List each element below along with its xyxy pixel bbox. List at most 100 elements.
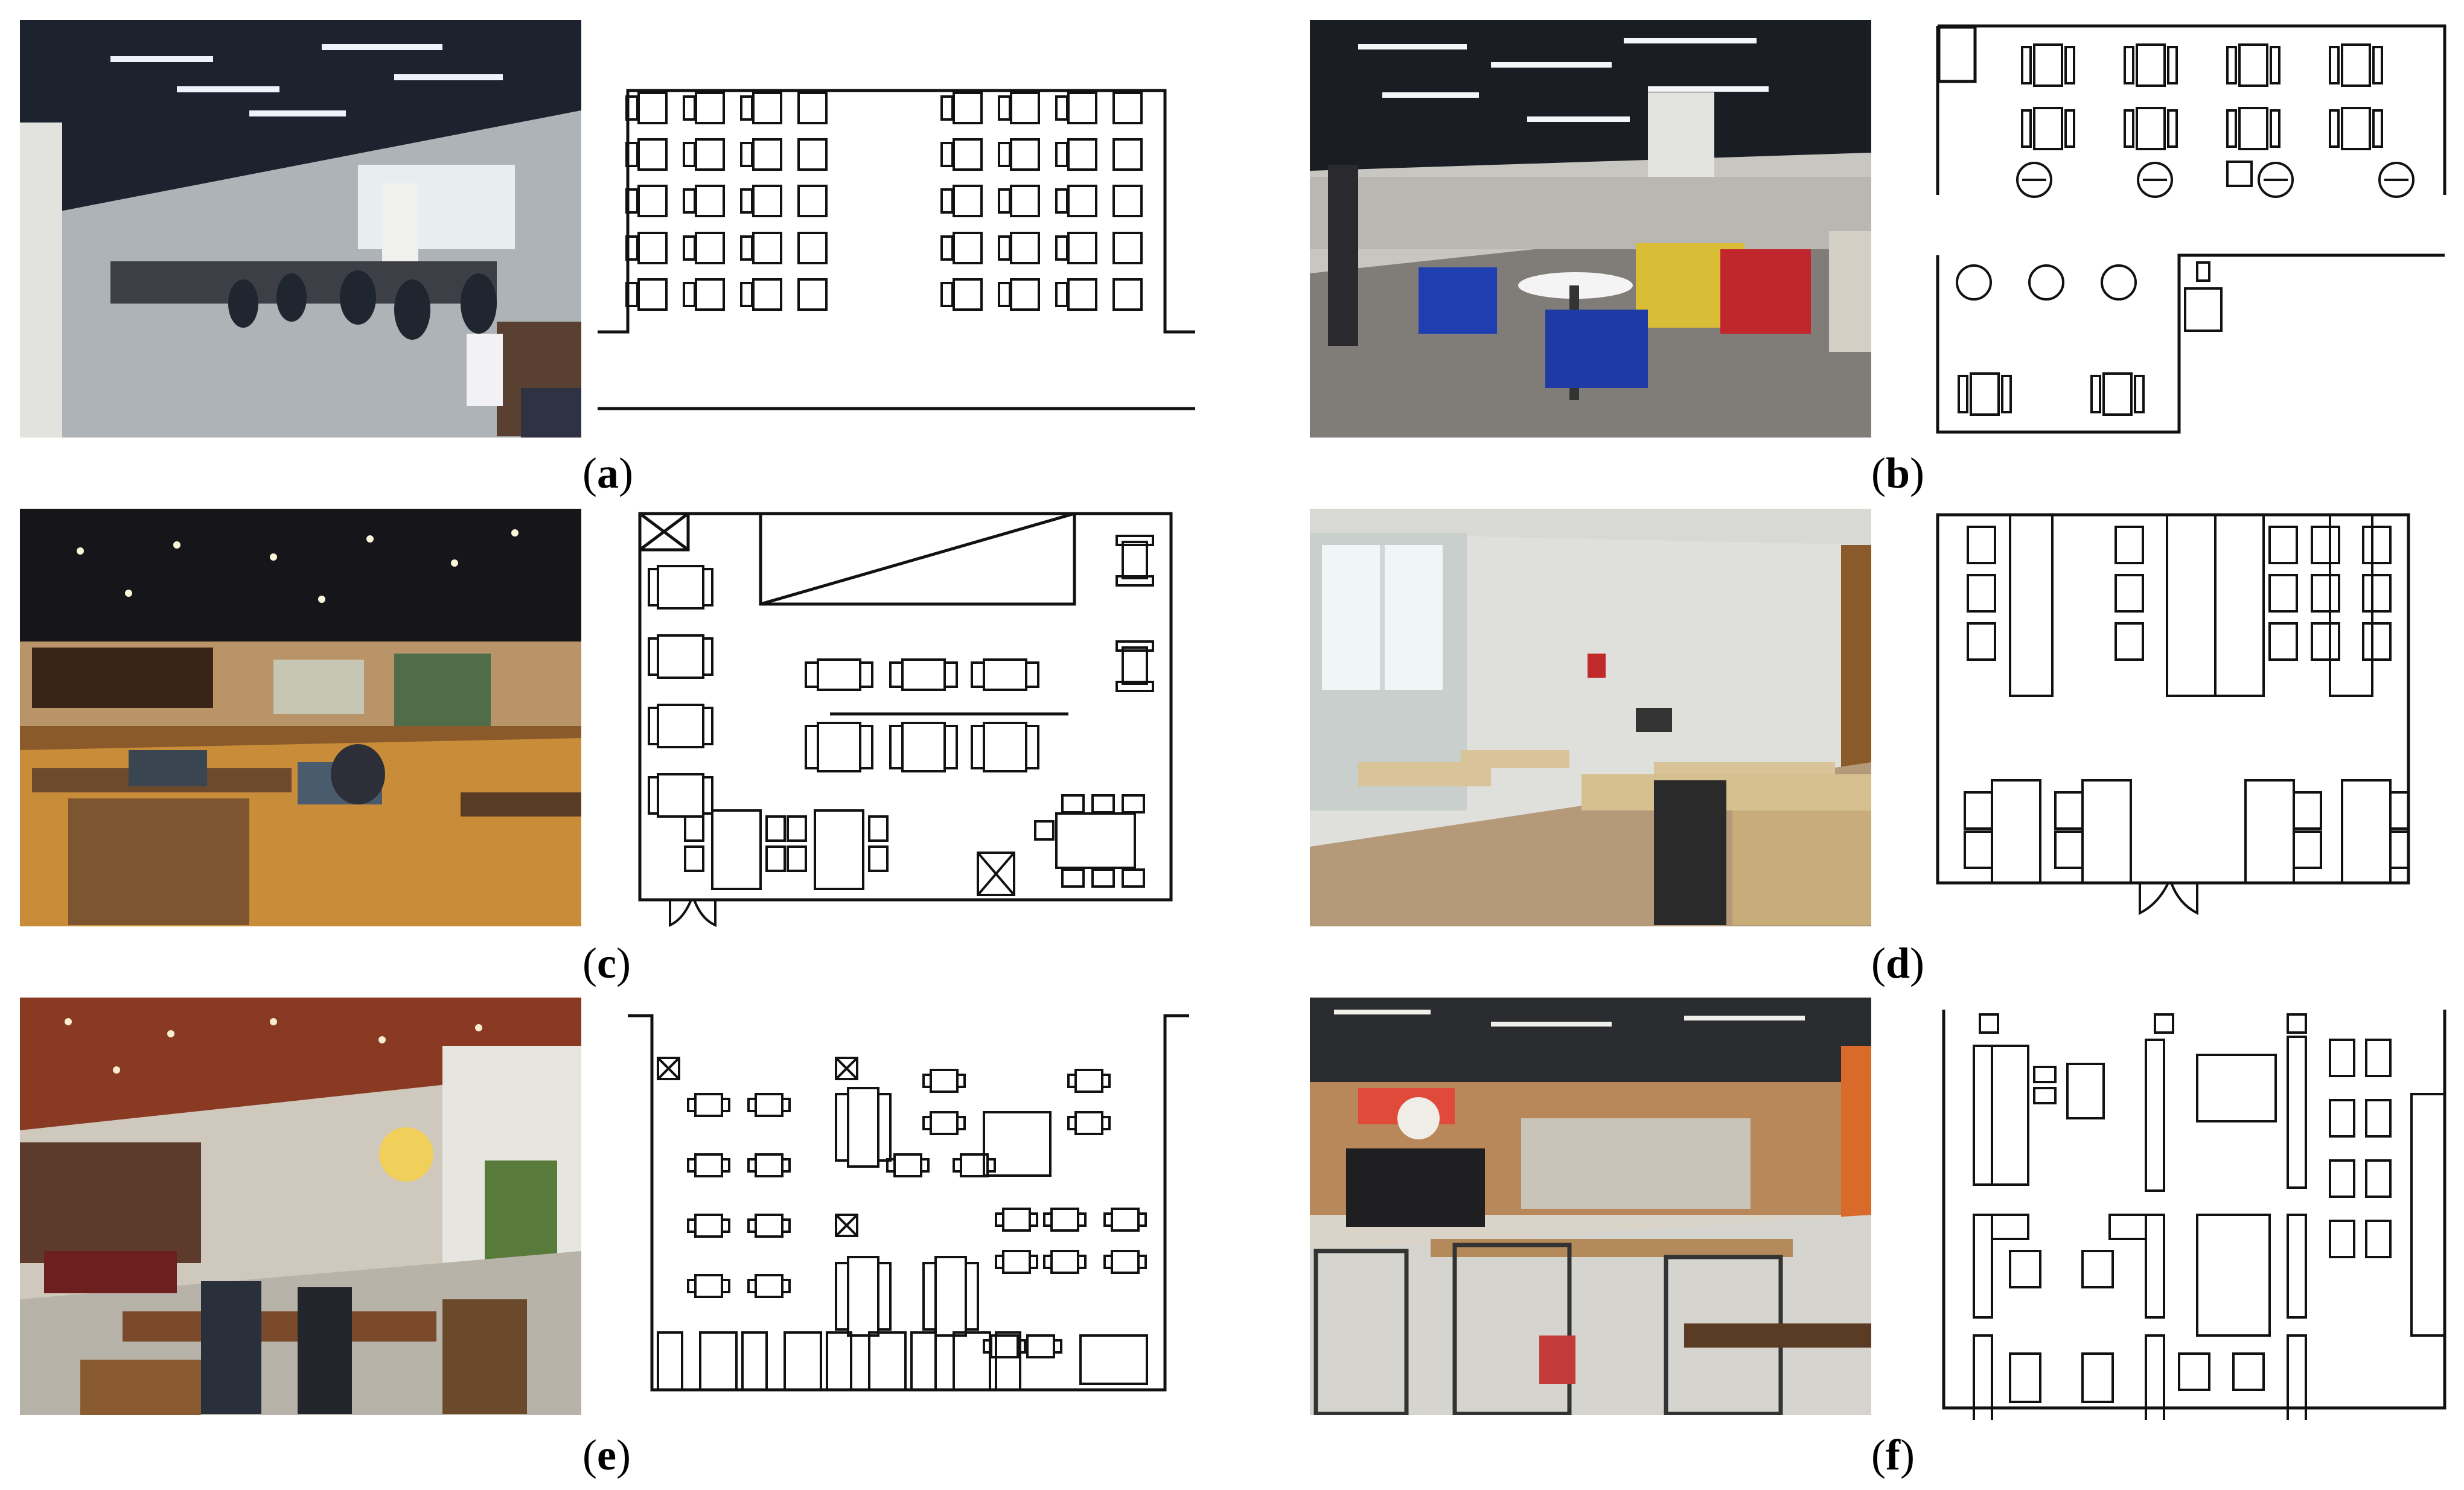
chair	[1116, 640, 1154, 652]
table	[901, 722, 946, 772]
table	[2244, 779, 2295, 884]
booth-seat	[2167, 109, 2178, 148]
chair	[1137, 1212, 1147, 1227]
study-desk	[1010, 232, 1040, 264]
chair	[2268, 622, 2298, 661]
chair	[702, 776, 713, 815]
long-table	[847, 1256, 879, 1337]
pillar	[2154, 1013, 2174, 1034]
table	[1122, 646, 1148, 685]
study-desk	[637, 138, 668, 171]
chair	[702, 707, 713, 745]
table	[694, 1153, 723, 1177]
study-chair	[683, 235, 696, 261]
study-desk	[695, 278, 725, 311]
chair	[765, 815, 786, 842]
table	[1122, 541, 1148, 579]
chair	[889, 725, 904, 769]
study-desk	[1112, 92, 1143, 124]
counter	[2184, 287, 2223, 332]
booth-table	[2136, 43, 2166, 87]
long-table	[2009, 514, 2054, 697]
chair	[2362, 622, 2392, 661]
table	[755, 1274, 784, 1298]
booth	[2287, 1334, 2307, 1420]
table	[657, 773, 704, 818]
booth	[2145, 1214, 2165, 1319]
study-chair	[683, 188, 696, 214]
booth	[2145, 1039, 2165, 1192]
study-desk	[695, 92, 725, 124]
booth-table	[1970, 372, 2000, 416]
counter-block	[995, 1331, 1021, 1391]
study-chair	[1055, 188, 1068, 214]
chair-row	[877, 1262, 892, 1331]
table-pair	[2329, 1099, 2355, 1138]
booth-seat	[2021, 109, 2032, 148]
chair	[648, 776, 659, 815]
booth-seat	[2372, 46, 2383, 84]
chair	[2268, 574, 2298, 613]
study-desk	[637, 278, 668, 311]
chair	[1061, 868, 1085, 888]
booth-seat	[2226, 46, 2237, 84]
floorplan-e	[628, 998, 1195, 1420]
floorplan-c	[634, 509, 1177, 931]
counter-block	[868, 1331, 907, 1391]
study-desk	[953, 138, 983, 171]
table-pair	[2365, 1220, 2392, 1258]
study-desk	[1067, 278, 1097, 311]
study-chair	[740, 282, 753, 307]
chair	[781, 1279, 791, 1293]
counter-block	[784, 1331, 822, 1391]
chair	[721, 1098, 730, 1112]
chair	[805, 725, 819, 769]
grid-table	[2081, 1250, 2114, 1288]
study-desk	[1112, 185, 1143, 217]
table	[1026, 1334, 1055, 1358]
table	[817, 658, 861, 691]
grid-table	[2081, 1352, 2114, 1403]
chair	[2311, 574, 2340, 613]
chair	[2115, 526, 2144, 564]
panel-label-d: (d)	[1871, 939, 1925, 987]
chair-row	[877, 1093, 892, 1162]
study-chair	[998, 142, 1011, 167]
table-pair	[2365, 1099, 2392, 1138]
chair	[2362, 574, 2392, 613]
chair-row	[922, 1262, 937, 1331]
round-table	[2258, 162, 2294, 198]
study-desk	[797, 278, 828, 311]
chair	[1029, 1255, 1038, 1269]
grid-table	[2009, 1352, 2041, 1403]
chair	[787, 815, 807, 842]
study-chair	[1055, 142, 1068, 167]
study-desk	[953, 232, 983, 264]
counter	[1991, 1214, 2029, 1240]
chair	[721, 1158, 730, 1173]
chair	[2054, 791, 2084, 830]
study-chair	[740, 142, 753, 167]
table	[1074, 1111, 1103, 1135]
booth-seat	[2270, 109, 2280, 148]
study-desk	[752, 138, 782, 171]
booth-seat	[2064, 109, 2075, 148]
chair	[1077, 1255, 1087, 1269]
study-desk	[695, 185, 725, 217]
study-chair	[940, 235, 954, 261]
chair	[721, 1218, 730, 1233]
chair	[2115, 574, 2144, 613]
chair	[1061, 794, 1085, 813]
chair	[889, 661, 904, 688]
panel-label-f: (f)	[1871, 1431, 1915, 1479]
booth-seat	[2090, 375, 2101, 413]
counter-block	[699, 1331, 738, 1391]
table-pair	[2365, 1039, 2392, 1077]
photo-b-lounge	[1310, 20, 1871, 438]
booth-seat	[2124, 46, 2134, 84]
chair	[1025, 661, 1039, 688]
pillar	[1979, 1013, 1999, 1034]
study-desk	[752, 185, 782, 217]
long-table	[2329, 514, 2373, 697]
chair	[1122, 794, 1145, 813]
